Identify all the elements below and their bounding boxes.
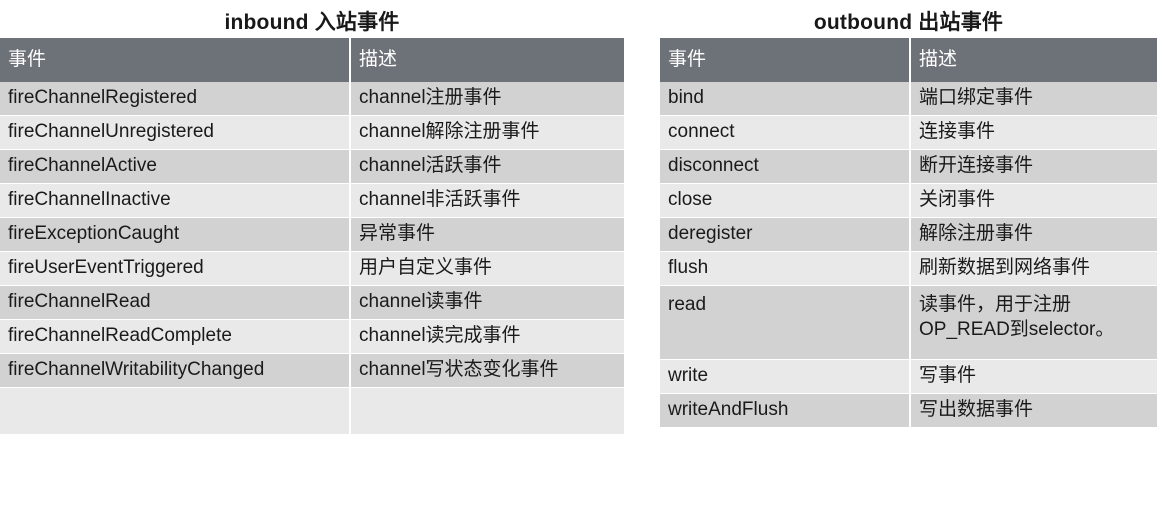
outbound-event-cell: writeAndFlush — [660, 393, 911, 428]
outbound-desc-cell: 关闭事件 — [910, 183, 1157, 218]
inbound-desc-cell: channel解除注册事件 — [350, 115, 624, 150]
outbound-table: 事件 描述 bind 端口绑定事件 connect 连接事件 disconnec… — [660, 38, 1157, 428]
outbound-desc-cell: 解除注册事件 — [910, 217, 1157, 252]
table-row: read 读事件，用于注册 OP_READ到selector。 — [660, 285, 1157, 360]
outbound-desc-cell: 读事件，用于注册 OP_READ到selector。 — [910, 285, 1157, 360]
table-row: deregister 解除注册事件 — [660, 217, 1157, 252]
inbound-desc-cell: channel活跃事件 — [350, 149, 624, 184]
table-row: writeAndFlush 写出数据事件 — [660, 393, 1157, 428]
inbound-desc-cell: channel读完成事件 — [350, 319, 624, 354]
table-row: fireChannelInactive channel非活跃事件 — [0, 183, 624, 218]
table-row: fireChannelRead channel读事件 — [0, 285, 624, 320]
outbound-event-cell: read — [660, 285, 911, 360]
panel-outbound-title: outbound 出站事件 — [813, 11, 1004, 34]
table-row: connect 连接事件 — [660, 115, 1157, 150]
inbound-event-cell: fireChannelReadComplete — [0, 319, 351, 354]
table-row: bind 端口绑定事件 — [660, 82, 1157, 116]
outbound-desc-cell: 写事件 — [910, 359, 1157, 394]
table-row-empty — [0, 387, 624, 435]
outbound-desc-cell: 连接事件 — [910, 115, 1157, 150]
outbound-col-header-event: 事件 — [660, 38, 911, 82]
table-row: disconnect 断开连接事件 — [660, 149, 1157, 184]
table-row: fireChannelReadComplete channel读完成事件 — [0, 319, 624, 354]
table-row: flush 刷新数据到网络事件 — [660, 251, 1157, 286]
outbound-desc-cell: 端口绑定事件 — [910, 82, 1157, 116]
outbound-event-cell: deregister — [660, 217, 911, 252]
table-row: write 写事件 — [660, 359, 1157, 394]
table-row: close 关闭事件 — [660, 183, 1157, 218]
inbound-desc-cell: channel注册事件 — [350, 82, 624, 116]
inbound-desc-cell: 异常事件 — [350, 217, 624, 252]
inbound-event-cell: fireExceptionCaught — [0, 217, 351, 252]
inbound-event-cell: fireChannelInactive — [0, 183, 351, 218]
inbound-event-cell: fireChannelActive — [0, 149, 351, 184]
outbound-col-header-desc: 描述 — [910, 38, 1157, 82]
outbound-event-cell: bind — [660, 82, 911, 116]
inbound-event-cell: fireChannelWritabilityChanged — [0, 353, 351, 388]
outbound-desc-cell: 写出数据事件 — [910, 393, 1157, 428]
inbound-header-row: 事件 描述 — [0, 38, 624, 82]
inbound-table: 事件 描述 fireChannelRegistered channel注册事件 … — [0, 38, 624, 435]
panel-inbound-title: inbound 入站事件 — [224, 11, 400, 34]
outbound-event-cell: close — [660, 183, 911, 218]
inbound-desc-cell: channel读事件 — [350, 285, 624, 320]
table-row: fireUserEventTriggered 用户自定义事件 — [0, 251, 624, 286]
outbound-event-cell: disconnect — [660, 149, 911, 184]
table-row: fireChannelUnregistered channel解除注册事件 — [0, 115, 624, 150]
table-row: fireExceptionCaught 异常事件 — [0, 217, 624, 252]
outbound-event-cell: flush — [660, 251, 911, 286]
inbound-desc-cell: channel非活跃事件 — [350, 183, 624, 218]
inbound-desc-cell — [350, 387, 624, 435]
inbound-col-header-desc: 描述 — [350, 38, 624, 82]
outbound-event-cell: connect — [660, 115, 911, 150]
inbound-event-cell: fireUserEventTriggered — [0, 251, 351, 286]
inbound-col-header-event: 事件 — [0, 38, 351, 82]
panel-outbound: outbound 出站事件 事件 描述 bind 端口绑定事件 connect — [660, 0, 1157, 428]
outbound-event-cell: write — [660, 359, 911, 394]
inbound-desc-cell: 用户自定义事件 — [350, 251, 624, 286]
table-row: fireChannelActive channel活跃事件 — [0, 149, 624, 184]
inbound-event-cell: fireChannelUnregistered — [0, 115, 351, 150]
table-row: fireChannelRegistered channel注册事件 — [0, 82, 624, 116]
inbound-event-cell: fireChannelRegistered — [0, 82, 351, 116]
outbound-desc-cell: 断开连接事件 — [910, 149, 1157, 184]
outbound-header-row: 事件 描述 — [660, 38, 1157, 82]
outbound-desc-cell: 刷新数据到网络事件 — [910, 251, 1157, 286]
table-row: fireChannelWritabilityChanged channel写状态… — [0, 353, 624, 388]
inbound-event-cell — [0, 387, 351, 435]
inbound-event-cell: fireChannelRead — [0, 285, 351, 320]
inbound-desc-cell: channel写状态变化事件 — [350, 353, 624, 388]
panel-inbound: inbound 入站事件 事件 描述 fireChannelRegistered… — [0, 0, 624, 435]
